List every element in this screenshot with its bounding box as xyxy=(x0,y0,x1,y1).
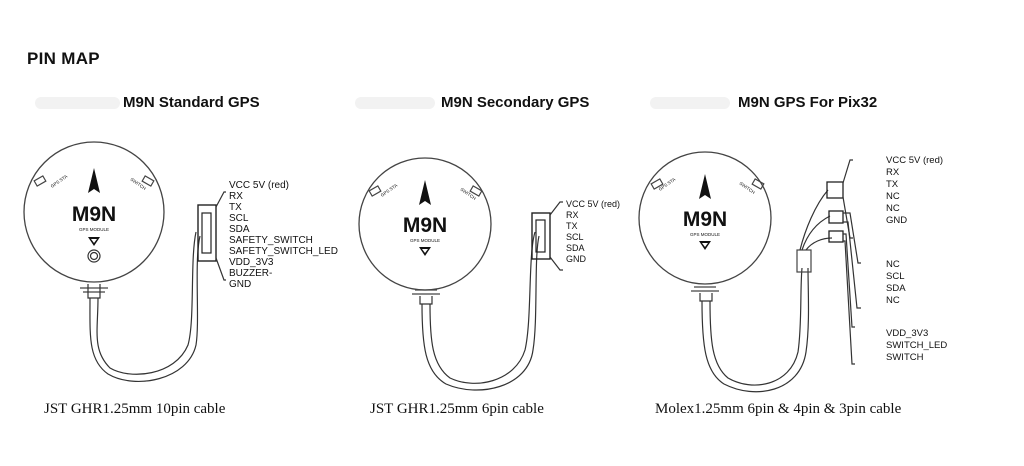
module-logo: M9N xyxy=(683,208,727,231)
triangle-icon xyxy=(699,241,711,250)
pin-label: SCL xyxy=(229,213,249,224)
pin-label: GND xyxy=(229,279,252,290)
pin-label: RX xyxy=(886,167,900,178)
page-title: PIN MAP xyxy=(27,49,100,68)
pin-label: SDA xyxy=(566,243,585,253)
pin-list-secondary: VCC 5V (red) RX TX SCL SDA GND xyxy=(566,199,620,265)
title-highlight xyxy=(650,97,730,109)
north-arrow-icon xyxy=(699,174,711,199)
caption-standard: JST GHR1.25mm 10pin cable xyxy=(44,401,226,417)
north-arrow-icon xyxy=(419,180,431,205)
pin-group-4pin: NC SCL SDA NC xyxy=(886,259,906,307)
pin-label: BUZZER- xyxy=(229,268,273,279)
pin-label: VCC 5V (red) xyxy=(566,199,621,209)
caption-pix32: Molex1.25mm 6pin & 4pin & 3pin cable xyxy=(655,401,902,417)
pin-label: TX xyxy=(886,179,899,190)
north-arrow-icon xyxy=(88,168,100,193)
pin-label: SAFETY_SWITCH_LED xyxy=(229,246,338,257)
pin-label: SAFETY_SWITCH xyxy=(229,235,313,246)
pin-label: NC xyxy=(886,295,900,306)
gps-module-pix32 xyxy=(638,151,861,393)
gps-module-secondary xyxy=(358,157,563,391)
pin-label: NC xyxy=(886,203,900,214)
pin-label: SDA xyxy=(229,224,250,235)
triangle-icon xyxy=(88,237,100,246)
panel-title-pix32: M9N GPS For Pix32 xyxy=(738,94,878,111)
pin-label: VDD_3V3 xyxy=(886,328,929,339)
module-subtitle: GPS MODULE xyxy=(410,238,440,243)
module-logo: M9N xyxy=(72,203,116,226)
gps-module-standard xyxy=(23,141,226,382)
title-highlight xyxy=(35,97,120,109)
pin-label: VCC 5V (red) xyxy=(886,155,944,166)
module-logo: M9N xyxy=(403,214,447,237)
pin-label: TX xyxy=(566,221,578,231)
pin-label: SWITCH xyxy=(886,352,924,363)
module-subtitle: GPS MODULE xyxy=(690,232,720,237)
pin-label: RX xyxy=(229,191,243,202)
panel-title-secondary: M9N Secondary GPS xyxy=(441,94,590,111)
pin-label: VCC 5V (red) xyxy=(229,180,290,191)
title-highlight xyxy=(355,97,435,109)
panel-title-standard: M9N Standard GPS xyxy=(123,94,260,111)
pin-label: SWITCH_LED xyxy=(886,340,948,351)
pin-label: RX xyxy=(566,210,579,220)
pin-label: GND xyxy=(886,215,908,226)
caption-secondary: JST GHR1.25mm 6pin cable xyxy=(370,401,544,417)
pin-label: SCL xyxy=(566,232,584,242)
pin-label: TX xyxy=(229,202,242,213)
module-subtitle: GPS MODULE xyxy=(79,227,109,232)
pin-group-3pin: VDD_3V3 SWITCH_LED SWITCH xyxy=(886,328,947,364)
pin-label: GND xyxy=(566,254,586,264)
pin-list-standard: VCC 5V (red) RX TX SCL SDA SAFETY_SWITCH… xyxy=(229,180,338,290)
pin-label: SDA xyxy=(886,283,906,294)
pin-label: NC xyxy=(886,259,900,270)
pin-label: VDD_3V3 xyxy=(229,257,274,268)
pin-label: SCL xyxy=(886,271,905,282)
pin-group-6pin: VCC 5V (red) RX TX NC NC GND xyxy=(886,155,943,227)
triangle-icon xyxy=(419,247,431,256)
pin-label: NC xyxy=(886,191,900,202)
